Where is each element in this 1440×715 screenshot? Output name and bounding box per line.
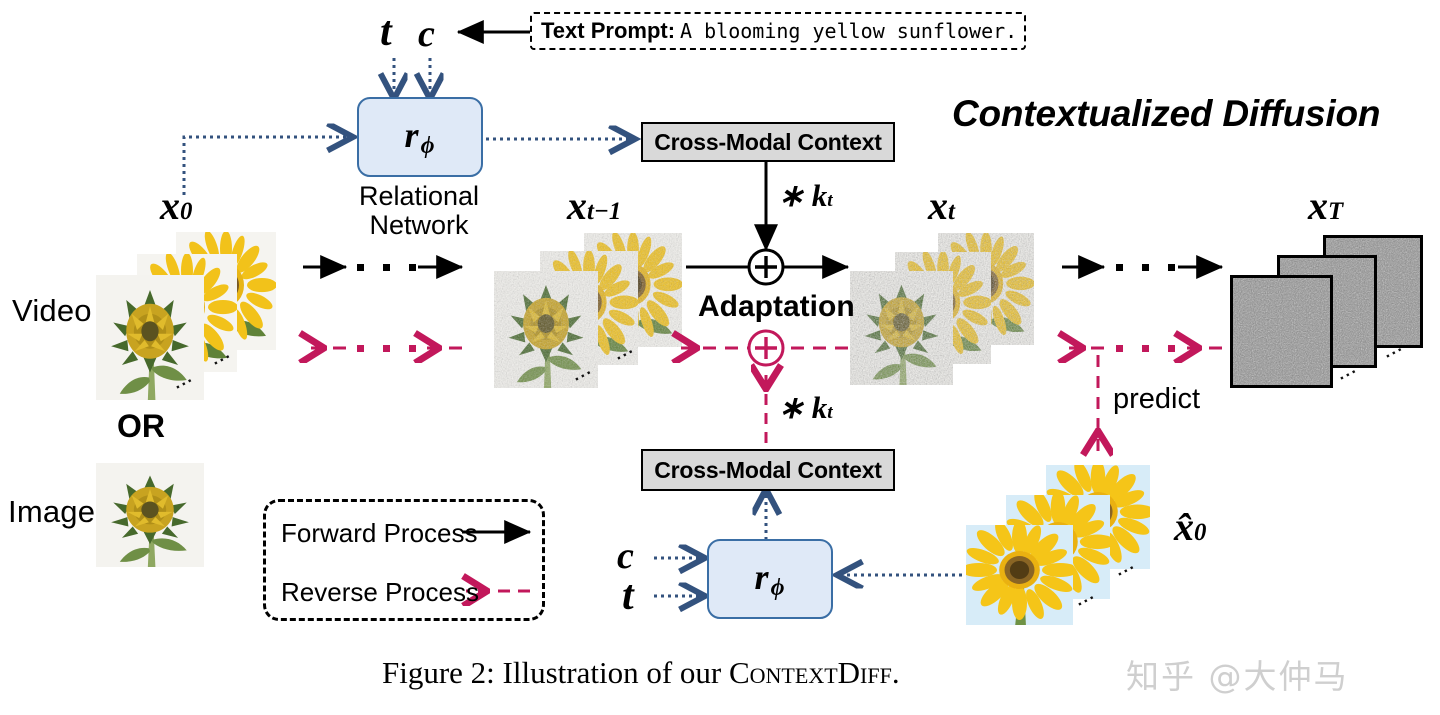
forward-ellipsis-right [1116, 264, 1175, 271]
label-xt: xt [928, 183, 955, 228]
symbol-c-top: c [418, 13, 435, 55]
label-x0-hat: x̂0 [1174, 504, 1207, 549]
image-single-frame [96, 463, 204, 567]
frame-stack-x0hat: ··· ··· [966, 465, 1156, 630]
video-frame-front [96, 275, 204, 400]
reverse-ellipsis-left [357, 345, 416, 352]
xt1-frame-front [494, 271, 598, 388]
cross-modal-context-label-top: Cross-Modal Context [654, 128, 882, 155]
image-label: Image [8, 494, 96, 529]
forward-ellipsis-left [357, 264, 416, 271]
relational-network-label-line2: Network [369, 210, 469, 241]
text-prompt-box[interactable]: Text Prompt: A blooming yellow sunflower… [530, 12, 1026, 50]
or-label: OR [117, 408, 165, 444]
text-prompt-value: A blooming yellow sunflower. [680, 19, 1018, 43]
figure-caption-name: ContextDiff [728, 655, 892, 690]
scale-factor-kt-bottom: ∗ kt [778, 390, 833, 425]
predict-label: predict [1113, 383, 1201, 415]
symbol-t-top: t [380, 9, 392, 55]
video-label: Video [12, 293, 92, 328]
frame-stack-xT: ··· ··· [1230, 235, 1425, 395]
xt-frame-front [850, 271, 953, 385]
x0hat-frame-front [966, 525, 1073, 625]
cross-modal-context-box-bottom[interactable]: Cross-Modal Context [641, 449, 895, 491]
relational-network-box-top[interactable]: rϕ [357, 97, 483, 177]
relational-network-box-bottom[interactable]: rϕ [707, 539, 833, 619]
symbol-t-bottom: t [622, 573, 634, 619]
x0-to-relational-network-arrow [182, 137, 350, 195]
cross-modal-context-label-bottom: Cross-Modal Context [654, 456, 882, 483]
figure-caption-suffix: . [891, 655, 900, 690]
label-x0: x0 [160, 183, 193, 228]
label-xT: xT [1308, 183, 1344, 228]
diagram-title: Contextualized Diffusion [952, 93, 1381, 134]
text-prompt-label: Text Prompt: [541, 18, 676, 43]
video-frame-stack-x0: ··· ··· [96, 232, 276, 400]
frame-stack-xt [850, 233, 1036, 385]
legend-forward-label: Forward Process [281, 518, 478, 548]
reverse-ellipsis-right [1116, 345, 1175, 352]
rphi-symbol-bottom: rϕ [754, 557, 786, 601]
figure-caption: Figure 2: Illustration of our ContextDif… [382, 655, 900, 691]
cross-modal-context-box-top[interactable]: Cross-Modal Context [641, 122, 895, 162]
figure-caption-prefix: Figure 2: Illustration of our [382, 655, 729, 690]
relational-network-label-top: Relational Network [340, 181, 498, 241]
rphi-symbol-top: rϕ [404, 115, 436, 159]
frame-stack-xt-1: ··· ··· [494, 233, 684, 389]
symbol-c-bottom: c [617, 535, 634, 577]
xT-frame-front [1230, 275, 1333, 388]
relational-network-label-line1: Relational [358, 181, 480, 211]
watermark: 知乎 @大仲马 [1126, 657, 1349, 696]
label-xt-1: xt−1 [567, 183, 622, 228]
legend-reverse-label: Reverse Process [281, 577, 479, 607]
legend-box [263, 499, 545, 621]
scale-factor-kt-top: ∗ kt [778, 178, 833, 213]
adaptation-label: Adaptation [698, 290, 855, 323]
